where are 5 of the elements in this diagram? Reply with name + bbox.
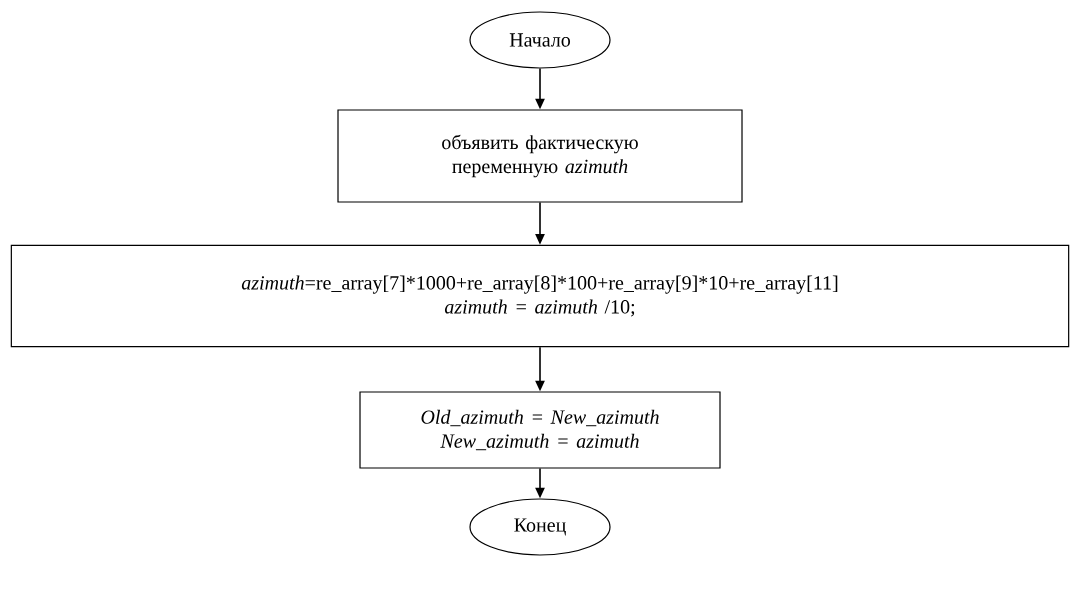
end-terminal: Конец [469,498,611,556]
process-box: azimuth=re_array[7]*1000+re_array[8]*100+re_array[9]*10+re_array[11] azimuth = azimuth /10; [10,244,1070,348]
process-box: Old_azimuth = New_azimuth New_azimuth = azimuth [359,391,721,469]
process-box: объявить фактическую переменную azimuth [337,109,743,203]
start-terminal: Начало [469,11,611,69]
